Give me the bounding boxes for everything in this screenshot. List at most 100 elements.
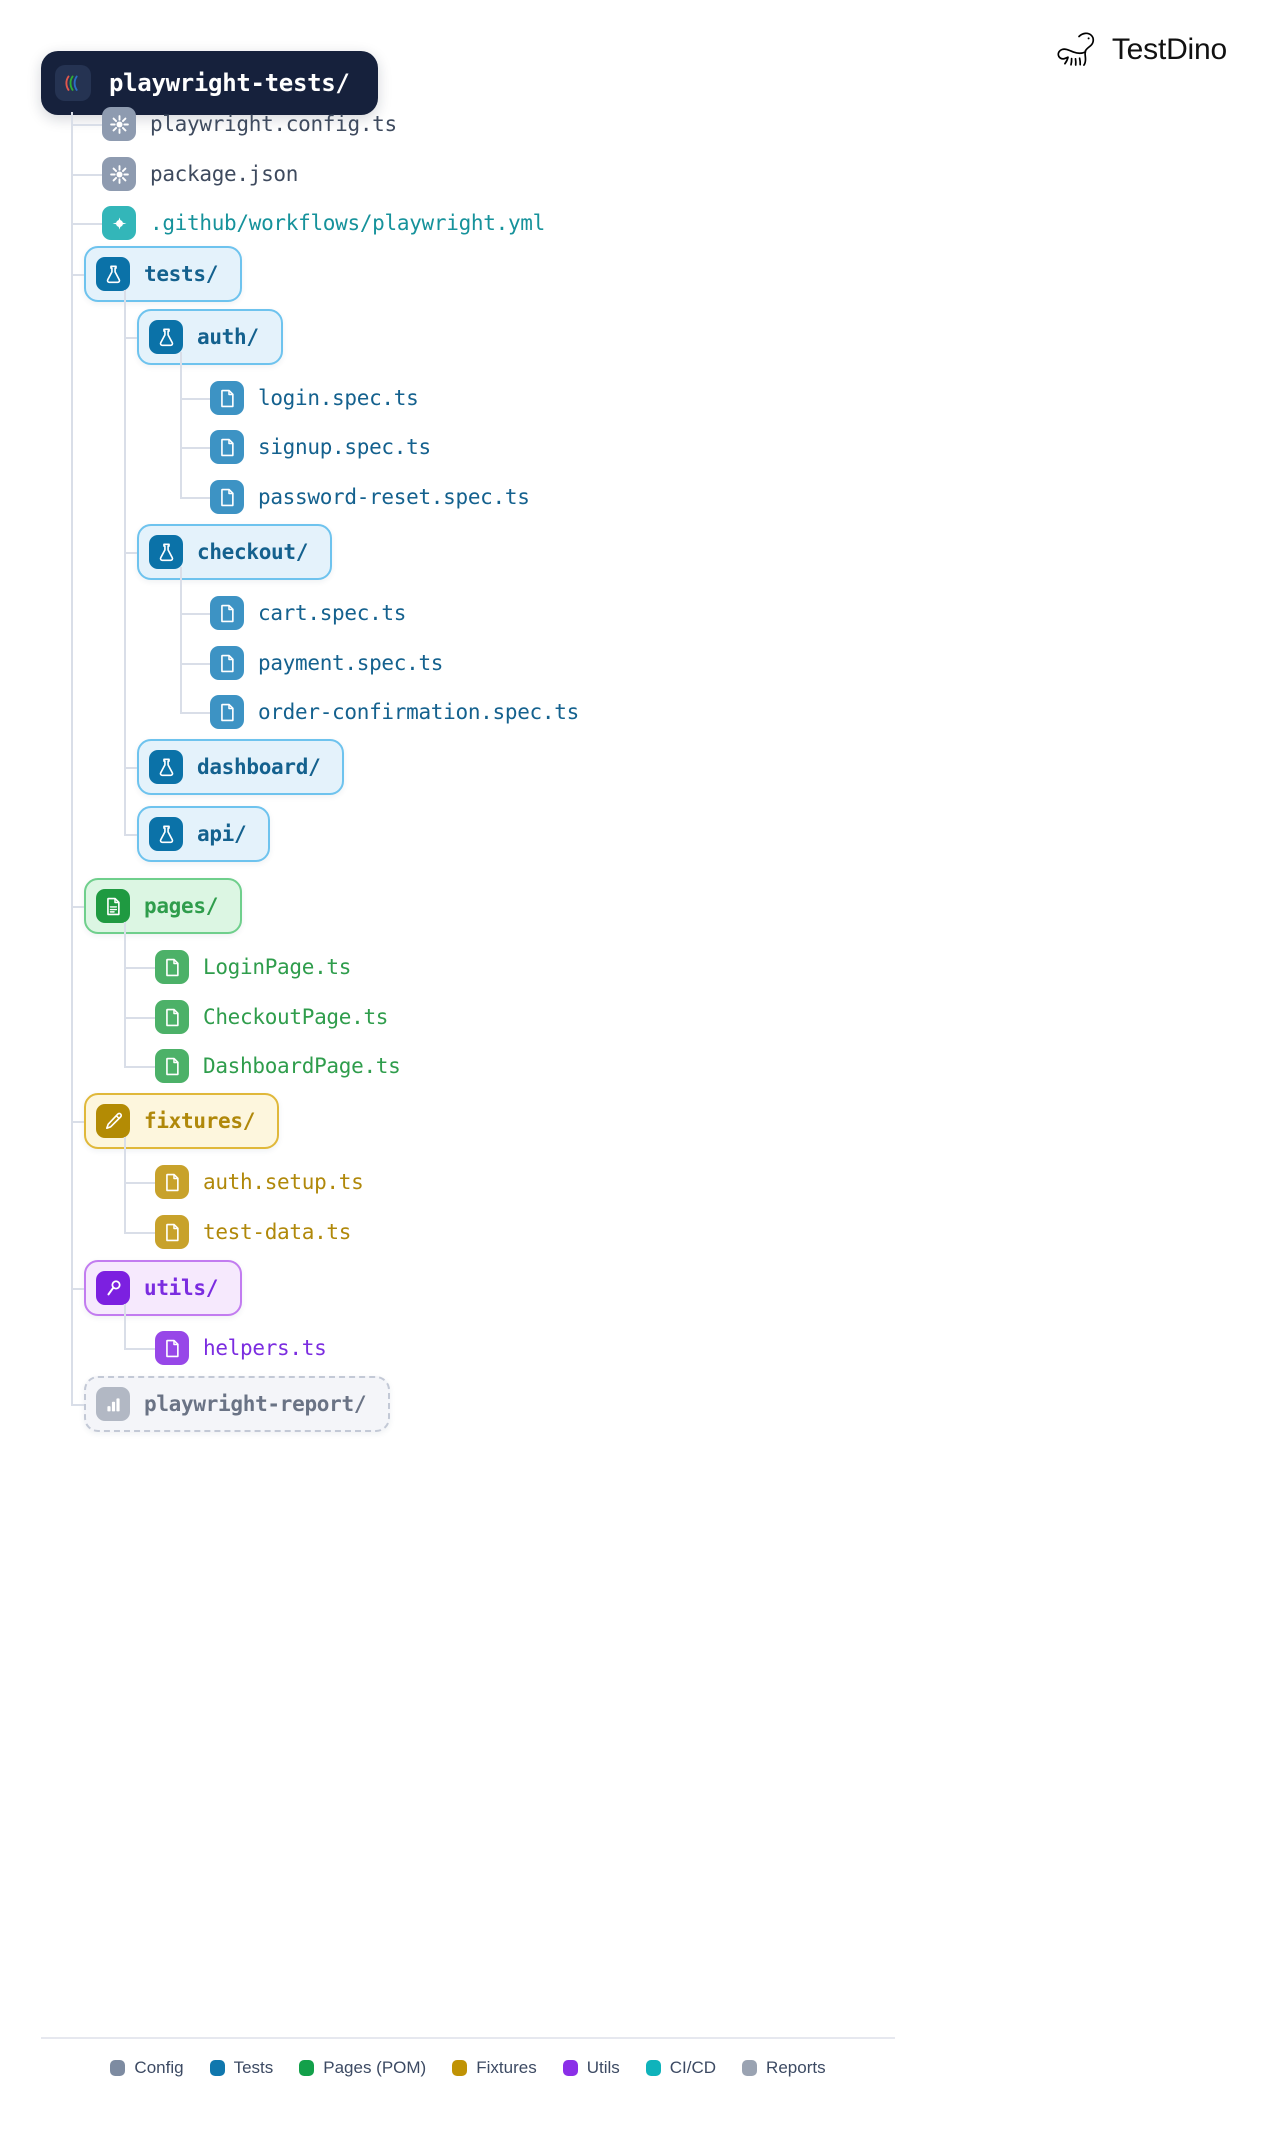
- file-icon: [155, 1165, 189, 1199]
- legend-swatch: [645, 2060, 661, 2076]
- flask-icon: [96, 257, 130, 291]
- flask-icon: [149, 817, 183, 851]
- tree-node[interactable]: playwright-report/: [84, 1376, 391, 1432]
- legend-label: Config: [134, 2058, 184, 2077]
- tree-node[interactable]: pages/: [84, 878, 243, 934]
- tree-connector-horizontal: [71, 1121, 84, 1123]
- tree-node[interactable]: password-reset.spec.ts: [210, 480, 530, 514]
- legend-label: Tests: [233, 2058, 274, 2077]
- legend-item: Utils: [562, 2058, 620, 2078]
- legend-item: CI/CD: [645, 2058, 717, 2078]
- gear-icon: [102, 107, 136, 141]
- tree-node-label: order-confirmation.spec.ts: [258, 700, 579, 724]
- tree-node[interactable]: tests/: [84, 246, 243, 302]
- tree-node-label: pages/: [144, 894, 219, 918]
- tree-connector-horizontal: [124, 337, 137, 339]
- tree-connector-vertical: [124, 1137, 126, 1232]
- tree-node[interactable]: LoginPage.ts: [155, 950, 351, 984]
- tree-node[interactable]: order-confirmation.spec.ts: [210, 695, 579, 729]
- tree-node-label: dashboard/: [197, 755, 321, 779]
- file-icon: [210, 646, 244, 680]
- legend-label: Pages (POM): [323, 2058, 427, 2077]
- gear-icon: [102, 157, 136, 191]
- tree-node[interactable]: DashboardPage.ts: [155, 1049, 401, 1083]
- tree-node[interactable]: dashboard/: [137, 739, 345, 795]
- tree-node[interactable]: playwright.config.ts: [102, 107, 397, 141]
- legend-divider: [41, 2037, 895, 2039]
- tree-connector-horizontal: [124, 834, 137, 836]
- playwright-icon: [55, 65, 91, 101]
- legend-item: Config: [110, 2058, 184, 2078]
- tree-node[interactable]: utils/: [84, 1260, 243, 1316]
- tree-node[interactable]: login.spec.ts: [210, 381, 419, 415]
- tree-connector-horizontal: [124, 1232, 155, 1234]
- tree-node[interactable]: api/: [137, 806, 271, 862]
- tree-connector-horizontal: [71, 1288, 84, 1290]
- tree-connector-horizontal: [180, 613, 210, 615]
- tree-node[interactable]: package.json: [102, 157, 298, 191]
- tree-node[interactable]: fixtures/: [84, 1093, 280, 1149]
- legend-label: Fixtures: [476, 2058, 537, 2077]
- file-icon: [210, 381, 244, 415]
- tree-connector-horizontal: [124, 552, 137, 554]
- tree-node-label: CheckoutPage.ts: [203, 1005, 389, 1029]
- tree-node[interactable]: auth/: [137, 309, 283, 365]
- tree-node[interactable]: cart.spec.ts: [210, 596, 406, 630]
- legend-item: Reports: [742, 2058, 826, 2078]
- legend-item: Pages (POM): [299, 2058, 426, 2078]
- tree-node-label: password-reset.spec.ts: [258, 485, 530, 509]
- tree-node-label: .github/workflows/playwright.yml: [150, 211, 545, 235]
- tree-connector-vertical: [180, 352, 182, 497]
- file-icon: [210, 430, 244, 464]
- legend-label: CI/CD: [669, 2058, 717, 2077]
- tree-connector-vertical: [71, 112, 73, 1404]
- file-icon: [155, 1331, 189, 1365]
- tree-node-label: utils/: [144, 1276, 219, 1300]
- flask-icon: [149, 750, 183, 784]
- tree-connector-horizontal: [124, 967, 155, 969]
- tree-node[interactable]: payment.spec.ts: [210, 646, 443, 680]
- tree-connector-horizontal: [71, 906, 84, 908]
- flask-icon: [149, 535, 183, 569]
- pom-icon: [96, 889, 130, 923]
- tree-node[interactable]: checkout/: [137, 524, 333, 580]
- tree-node[interactable]: test-data.ts: [155, 1215, 351, 1249]
- tree-connector-horizontal: [124, 1017, 155, 1019]
- legend-item: Tests: [209, 2058, 274, 2078]
- legend-swatch: [299, 2060, 315, 2076]
- tree-node-label: test-data.ts: [203, 1220, 352, 1244]
- tree-node-label: playwright.config.ts: [150, 112, 397, 136]
- file-icon: [155, 950, 189, 984]
- legend-label: Utils: [586, 2058, 620, 2077]
- file-icon: [210, 596, 244, 630]
- legend-swatch: [110, 2060, 126, 2076]
- legend-swatch: [209, 2060, 225, 2076]
- cicd-icon: [102, 206, 136, 240]
- file-icon: [210, 480, 244, 514]
- pencil-icon: [96, 1104, 130, 1138]
- tree-node[interactable]: signup.spec.ts: [210, 430, 431, 464]
- tree-node-label: cart.spec.ts: [258, 601, 407, 625]
- tree-root[interactable]: playwright-tests/: [41, 51, 378, 115]
- tree-connector-horizontal: [180, 398, 210, 400]
- tree-node-label: tests/: [144, 262, 219, 286]
- tree-node-label: playwright-report/: [144, 1392, 367, 1416]
- file-icon: [155, 1049, 189, 1083]
- tree-node[interactable]: auth.setup.ts: [155, 1165, 364, 1199]
- tree-node[interactable]: helpers.ts: [155, 1331, 327, 1365]
- tree-connector-horizontal: [124, 1182, 155, 1184]
- tree-connector-horizontal: [180, 447, 210, 449]
- tree-connector-vertical: [124, 290, 126, 834]
- brand: TestDino: [1057, 30, 1227, 70]
- tree-connector-vertical: [124, 1304, 126, 1348]
- flask-icon: [149, 320, 183, 354]
- legend-item: Fixtures: [452, 2058, 537, 2078]
- file-icon: [155, 1000, 189, 1034]
- legend: Config Tests Pages (POM) Fixtures Utils CI/CD…: [0, 2058, 936, 2078]
- tree-node[interactable]: CheckoutPage.ts: [155, 1000, 388, 1034]
- file-icon: [210, 695, 244, 729]
- legend-swatch: [452, 2060, 468, 2076]
- tree-node[interactable]: .github/workflows/playwright.yml: [102, 206, 545, 240]
- tree-connector-horizontal: [124, 767, 137, 769]
- tree-node-label: helpers.ts: [203, 1336, 327, 1360]
